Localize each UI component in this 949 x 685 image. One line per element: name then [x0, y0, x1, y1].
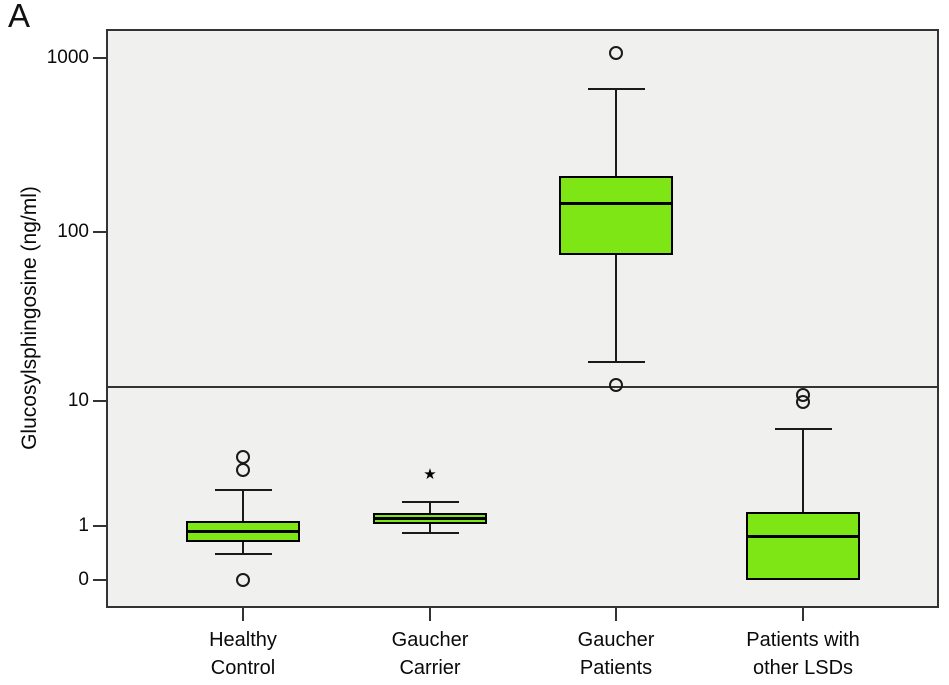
median-line: [188, 530, 298, 534]
whisker-line: [242, 489, 244, 521]
y-tick-label: 1: [78, 515, 89, 536]
whisker-cap: [401, 500, 459, 503]
outlier-circle: [236, 573, 250, 587]
extreme-star: ★: [423, 466, 437, 484]
x-category-label: Patients with other LSDs: [693, 626, 913, 682]
y-tick-mark: [93, 57, 106, 59]
whisker-line: [615, 255, 617, 363]
whisker-line: [615, 89, 617, 176]
plot-area: [106, 29, 939, 608]
x-category-label-line: Control: [210, 657, 276, 679]
x-tick-mark: [242, 608, 244, 621]
x-category-label-line: Patients with: [746, 629, 860, 651]
y-tick-mark: [93, 231, 106, 233]
whisker-line: [429, 523, 431, 533]
x-category-label-line: Carrier: [399, 657, 461, 679]
median-line: [561, 202, 671, 206]
y-tick-label: 10: [67, 390, 89, 411]
axis-break-line: [106, 386, 939, 388]
panel-label: A: [8, 0, 31, 34]
x-category-label-line: other LSDs: [752, 657, 854, 679]
median-line: [748, 535, 858, 539]
x-tick-mark: [429, 608, 431, 621]
whisker-cap: [587, 88, 645, 91]
y-tick-mark: [93, 400, 106, 402]
whisker-line: [802, 428, 804, 512]
y-tick-label: 1000: [46, 47, 89, 68]
x-tick-mark: [615, 608, 617, 621]
whisker-cap: [214, 552, 272, 555]
whisker-cap: [401, 531, 459, 534]
whisker-cap: [587, 361, 645, 364]
outlier-circle: [609, 45, 623, 60]
x-tick-mark: [802, 608, 804, 621]
median-line: [375, 516, 485, 520]
outlier-circle: [609, 377, 623, 392]
y-tick-mark: [93, 579, 106, 581]
whisker-cap: [774, 427, 832, 430]
x-category-label-line: Gaucher: [577, 629, 655, 651]
y-tick-mark: [93, 525, 106, 527]
whisker-cap: [214, 488, 272, 491]
box-patients-with-other-lsds: [746, 511, 860, 580]
outlier-circle: [796, 395, 810, 410]
x-category-label-line: Patients: [579, 657, 653, 679]
y-tick-label: 100: [57, 221, 89, 242]
whisker-line: [242, 542, 244, 554]
x-category-label-line: Healthy: [209, 629, 277, 651]
x-category-label-line: Gaucher: [391, 629, 469, 651]
outlier-circle: [236, 463, 250, 478]
whisker-line: [429, 501, 431, 514]
y-tick-label: 0: [78, 569, 89, 590]
box-gaucher-patients: [559, 175, 673, 256]
